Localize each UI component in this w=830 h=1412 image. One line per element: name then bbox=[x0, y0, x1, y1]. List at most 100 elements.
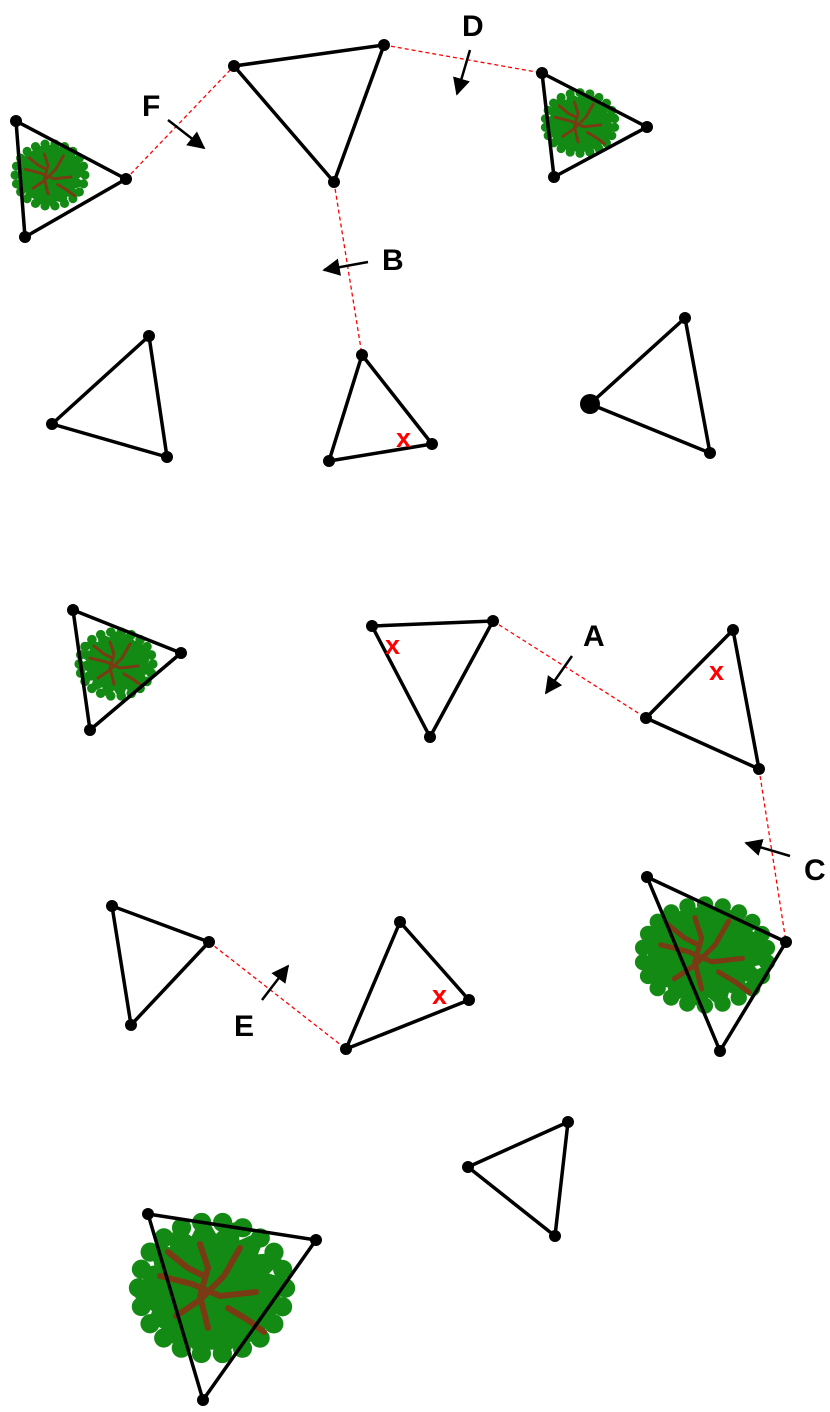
leaf-clump bbox=[22, 194, 32, 204]
leaf-clump bbox=[585, 147, 595, 157]
leaf-clump bbox=[105, 627, 116, 637]
vertex-dot bbox=[46, 418, 58, 430]
leaf-clump bbox=[30, 198, 41, 209]
label-f: F bbox=[142, 90, 160, 123]
branch-line bbox=[225, 1305, 267, 1335]
branch-line bbox=[197, 1241, 211, 1331]
leaf-clump bbox=[607, 131, 617, 141]
branch-line bbox=[557, 104, 578, 119]
triangle bbox=[10, 115, 132, 243]
vertex-dot bbox=[727, 624, 739, 636]
leaf-clump bbox=[634, 939, 652, 956]
triangle-outline bbox=[110, 904, 211, 1027]
triangle bbox=[462, 1116, 574, 1242]
leaf-clump bbox=[154, 1228, 174, 1248]
leaf-clump bbox=[131, 1296, 151, 1317]
triangle-outline bbox=[370, 619, 495, 739]
vertex-dot bbox=[424, 731, 436, 743]
arrow-icon bbox=[322, 258, 369, 276]
leaf-clump bbox=[128, 1278, 149, 1298]
branch-line bbox=[572, 100, 580, 144]
leaf-clump bbox=[634, 953, 652, 971]
triangle bbox=[536, 67, 653, 183]
leaf-clump bbox=[87, 634, 97, 645]
triangle bbox=[228, 39, 390, 188]
leaf-clump bbox=[758, 939, 776, 957]
leaf-clump bbox=[87, 683, 97, 694]
branch-line bbox=[27, 156, 48, 171]
vertex-dot bbox=[780, 936, 792, 948]
triangle bbox=[640, 624, 765, 775]
leaf-clump bbox=[639, 925, 657, 943]
vertex-dot bbox=[340, 1043, 352, 1055]
vertex-dot bbox=[641, 871, 653, 883]
vertex-dot bbox=[120, 173, 132, 185]
triangle-outline bbox=[232, 43, 386, 184]
leaf-clump bbox=[649, 913, 666, 930]
leaf-clump bbox=[649, 979, 666, 997]
leaf-clump bbox=[40, 139, 50, 149]
dashed-link bbox=[208, 941, 347, 1050]
arrow-icon bbox=[544, 655, 574, 695]
label-a: A bbox=[583, 620, 605, 653]
tree-canopy-icon bbox=[634, 896, 776, 1014]
branch-line bbox=[586, 131, 607, 146]
x-mark: x bbox=[396, 423, 411, 453]
leaf-clump bbox=[679, 995, 696, 1012]
label-d: D bbox=[462, 10, 484, 43]
dashed-link bbox=[333, 181, 363, 356]
leaf-clump bbox=[272, 1297, 293, 1317]
vertex-dot bbox=[463, 994, 475, 1006]
trees-layer bbox=[10, 88, 776, 1364]
leaf-clump bbox=[95, 688, 106, 699]
leaf-clump bbox=[50, 201, 60, 211]
vertex-dot bbox=[161, 451, 173, 463]
triangle bbox=[366, 615, 499, 743]
leaf-clump bbox=[142, 641, 152, 652]
leaf-clump bbox=[59, 198, 70, 209]
leaf-clump bbox=[212, 1343, 232, 1364]
vertex-dot bbox=[328, 176, 340, 188]
leaf-clump bbox=[105, 691, 116, 701]
leaf-clump bbox=[565, 147, 575, 157]
vertex-dot bbox=[426, 438, 438, 450]
vertex-dot bbox=[106, 900, 118, 912]
leaf-clump bbox=[140, 1242, 160, 1262]
vertex-dot bbox=[356, 349, 368, 361]
triangle bbox=[67, 604, 187, 736]
x-mark: x bbox=[385, 630, 400, 660]
leaf-clump bbox=[131, 1259, 152, 1279]
vertex-dot bbox=[679, 312, 691, 324]
vertex-dot bbox=[10, 115, 22, 127]
tree-canopy-icon bbox=[128, 1212, 296, 1364]
triangles-layer bbox=[10, 39, 792, 1406]
branch-line bbox=[173, 1245, 243, 1319]
leaf-clump bbox=[556, 143, 566, 154]
branch-line bbox=[56, 183, 77, 198]
leaf-clump bbox=[556, 92, 566, 103]
leaf-clump bbox=[549, 98, 559, 108]
vertex-dot bbox=[580, 394, 600, 414]
label-b: B bbox=[382, 244, 404, 277]
triangle-outline bbox=[645, 875, 788, 1053]
dashed-link bbox=[492, 620, 647, 719]
vertex-dot bbox=[378, 39, 390, 51]
vertex-dot bbox=[704, 447, 716, 459]
triangle-outline bbox=[146, 1212, 318, 1402]
triangle-outline bbox=[327, 353, 434, 463]
vertex-dot bbox=[549, 1230, 561, 1242]
vertex-dot bbox=[714, 1045, 726, 1057]
leaf-clump bbox=[40, 201, 50, 211]
leaf-clump bbox=[74, 187, 84, 197]
tree-canopy-icon bbox=[10, 139, 90, 211]
label-c: C bbox=[804, 854, 826, 887]
dashed-link bbox=[125, 65, 235, 180]
vertex-dot bbox=[394, 916, 406, 928]
vertex-dot bbox=[125, 1019, 137, 1031]
vertex-dot bbox=[203, 936, 215, 948]
branch-line bbox=[92, 644, 114, 660]
label-e: E bbox=[234, 1010, 254, 1043]
branch-line bbox=[665, 921, 701, 948]
leaf-clump bbox=[191, 1343, 212, 1364]
